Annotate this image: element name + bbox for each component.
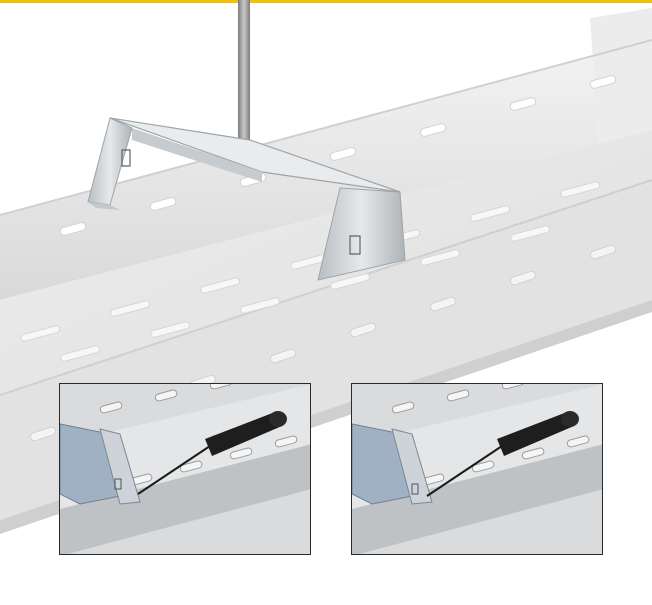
- detail-right-scene: [352, 384, 603, 555]
- threaded-rod: [238, 0, 250, 150]
- detail-left-scene: [60, 384, 311, 555]
- detail-inset-right: [351, 383, 603, 555]
- detail-inset-left: [59, 383, 311, 555]
